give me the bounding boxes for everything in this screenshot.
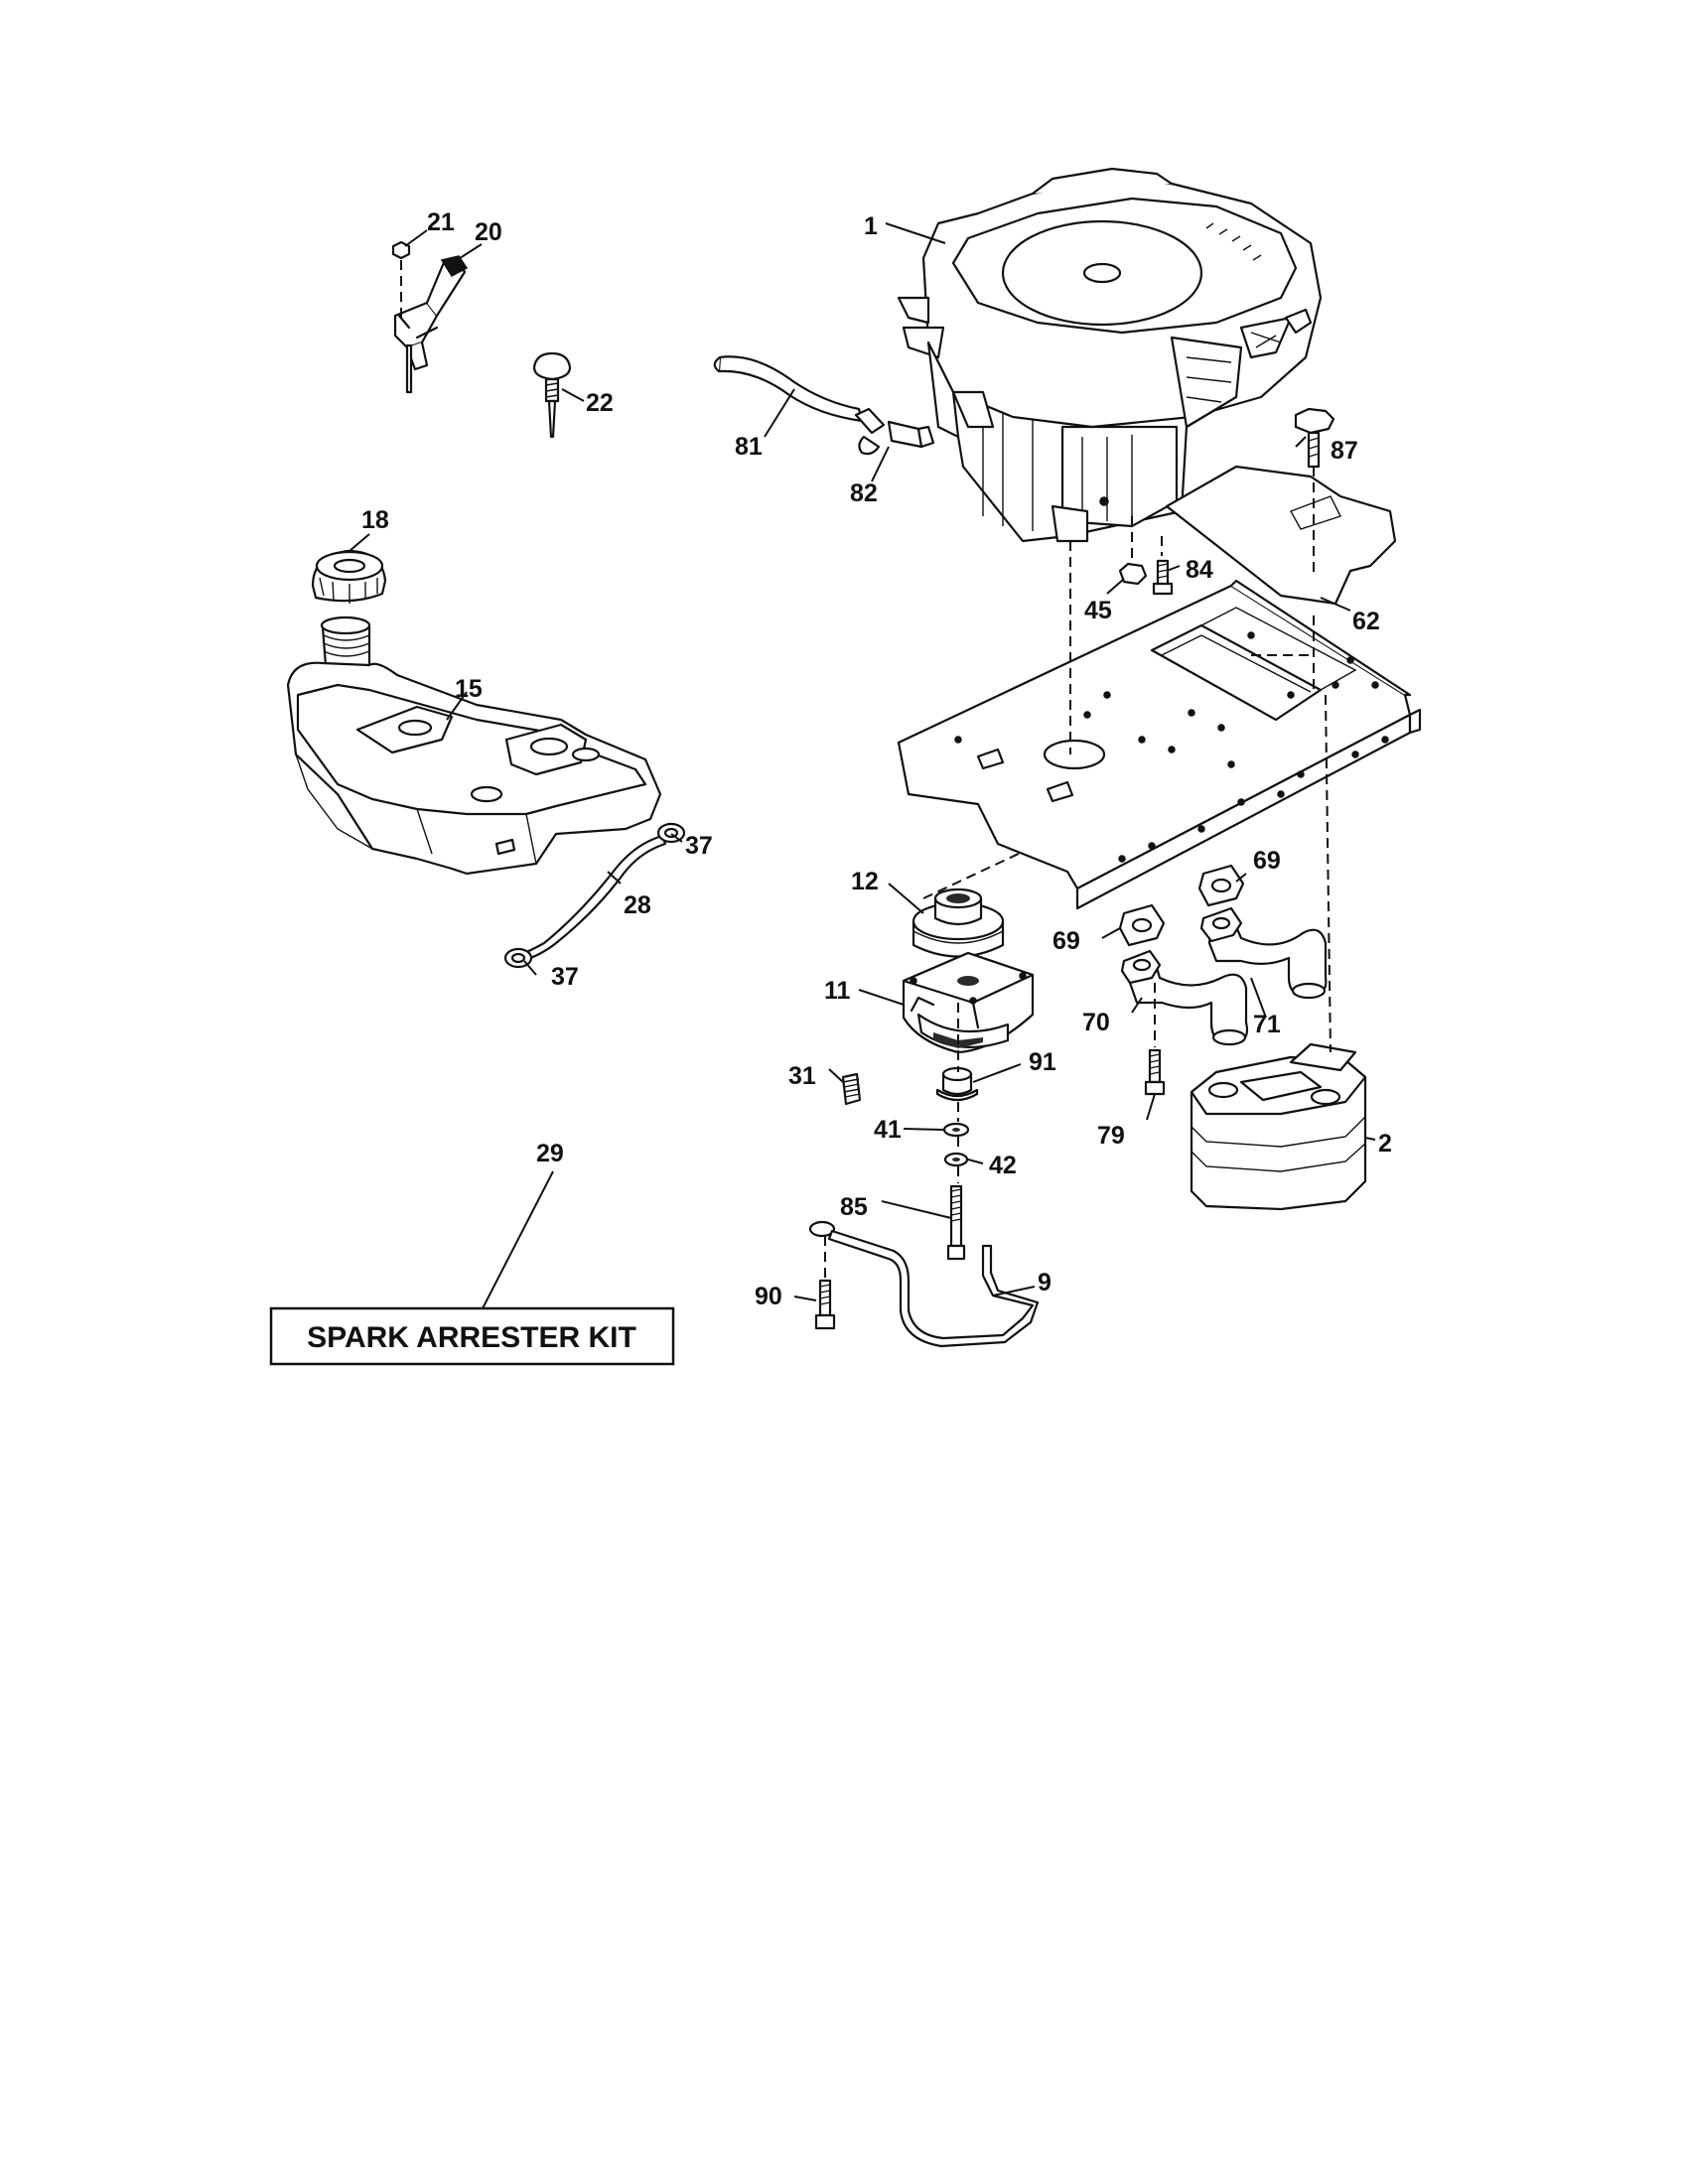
engine-mounting-plate [897,579,1422,910]
callout-18: 18 [361,506,389,534]
hose-clamp-37-top [656,822,686,844]
callout-81: 81 [735,433,763,461]
callout-2: 2 [1378,1130,1392,1158]
engine [897,167,1323,543]
spark-arrester-kit-label: SPARK ARRESTER KIT [307,1321,636,1354]
pto-clutch-11 [902,951,1035,1054]
callout-69-left: 69 [1052,927,1080,955]
bolt-79 [1144,1048,1166,1096]
bracket-9 [808,1220,1040,1348]
callout-11: 11 [824,977,851,1005]
muffler-2 [1190,1042,1367,1211]
spark-arrester-kit-box: SPARK ARRESTER KIT [269,1306,675,1366]
callout-62: 62 [1352,608,1380,635]
callout-37-top: 37 [685,832,713,860]
washer-41 [942,1122,970,1138]
callout-85: 85 [840,1193,868,1221]
nut-45 [1118,562,1148,586]
callout-45: 45 [1084,597,1112,624]
washer-42 [943,1152,969,1167]
callout-31: 31 [788,1062,816,1090]
alignment-lines [824,467,1332,1279]
callout-82: 82 [850,479,878,507]
choke-control-20 [393,255,469,371]
callout-9: 9 [1038,1269,1052,1297]
callout-42: 42 [989,1152,1017,1179]
callout-71: 71 [1253,1011,1281,1038]
callout-15: 15 [455,675,483,703]
fuel-cap-18 [311,549,387,604]
callout-37-bottom: 37 [551,963,579,991]
callout-29: 29 [536,1140,564,1167]
heat-shield-62 [1165,465,1397,606]
callout-20: 20 [475,218,502,246]
callout-28: 28 [624,891,651,919]
exhaust-pipe-70 [1120,949,1249,1046]
callout-21: 21 [427,208,455,236]
knob-22 [532,351,572,439]
callout-70: 70 [1082,1009,1110,1036]
callout-91: 91 [1029,1048,1056,1076]
bolt-90 [814,1279,836,1330]
spacer-91 [935,1066,979,1102]
bolt-87 [1294,407,1335,469]
pulley-12 [912,887,1005,958]
callout-87: 87 [1331,437,1358,465]
gasket-69-left [1118,903,1166,947]
fuel-fitting-82 [854,407,935,456]
callout-90: 90 [755,1283,782,1310]
callout-84: 84 [1186,556,1213,584]
leader-lines [349,222,1376,1311]
callout-41: 41 [874,1116,902,1144]
callout-69-right: 69 [1253,847,1281,875]
fuel-tank-15 [286,615,662,876]
bolt-85 [946,1184,966,1261]
fuel-line-81 [713,355,864,423]
spring-31 [841,1072,862,1106]
callout-12: 12 [851,868,879,895]
callout-1: 1 [864,212,878,240]
callout-numbers: 1 2 9 11 12 15 18 20 21 22 28 29 31 37 3… [361,208,1392,1310]
exhaust-pipe-71 [1199,906,1328,1000]
callout-79: 79 [1097,1122,1125,1150]
gasket-69-right [1197,864,1245,907]
bolt-84 [1152,559,1174,596]
callout-22: 22 [586,389,614,417]
